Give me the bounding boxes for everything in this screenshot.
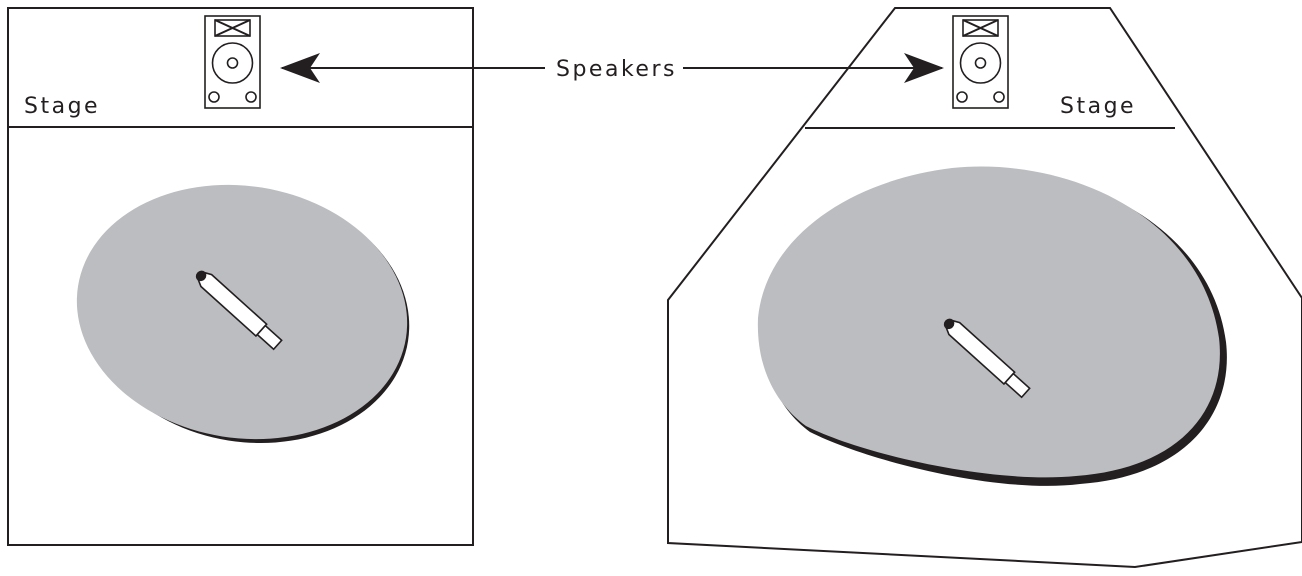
speakers-label: Speakers bbox=[556, 57, 677, 82]
right-speaker-icon bbox=[952, 15, 1009, 109]
left-stage-label: Stage bbox=[24, 94, 100, 119]
right-stage-label: Stage bbox=[1060, 94, 1136, 119]
right-coverage-area bbox=[757, 166, 1227, 486]
speakers-callout: Speakers bbox=[280, 53, 944, 83]
left-speaker-icon bbox=[204, 15, 261, 109]
